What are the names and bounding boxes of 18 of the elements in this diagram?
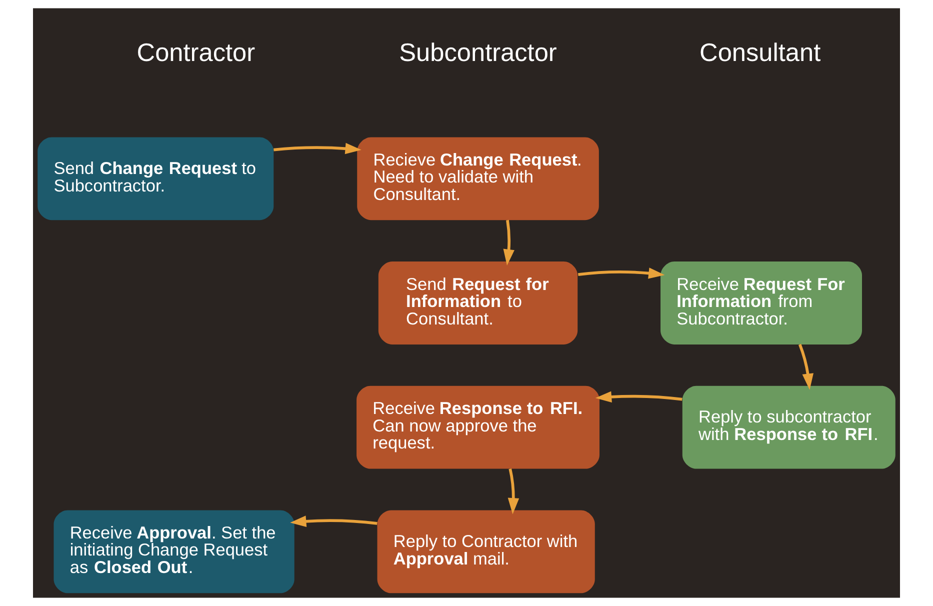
node-box: Receive Response to RFI. Can now approve the request. xyxy=(356,386,600,469)
label: Subcontractor xyxy=(399,38,557,67)
node-box: Reply to Contractor with Approval mail. xyxy=(377,510,595,594)
node-box: Reply to subcontractor with Response to RFI. xyxy=(682,386,896,469)
arrow xyxy=(508,468,520,514)
node-box: Receive Request For Information from Subcontractor. xyxy=(660,262,862,344)
label: Contractor xyxy=(136,38,256,67)
node-box: Receive Approval. Set the initiating Change Request as Closed Out. xyxy=(54,510,294,594)
node-box: Send Request for Information to Consultant. xyxy=(378,262,578,344)
node-box: Recieve Change Request. Need to validate with Consultant. xyxy=(357,137,599,220)
label: Consultant xyxy=(700,38,821,67)
arrow xyxy=(290,516,378,527)
arrow xyxy=(595,391,682,402)
arrow xyxy=(503,220,514,266)
arrow xyxy=(798,344,814,390)
arrow xyxy=(274,142,362,154)
node-box: Send Change Request to Subcontractor. xyxy=(38,137,274,220)
arrow xyxy=(578,268,665,279)
